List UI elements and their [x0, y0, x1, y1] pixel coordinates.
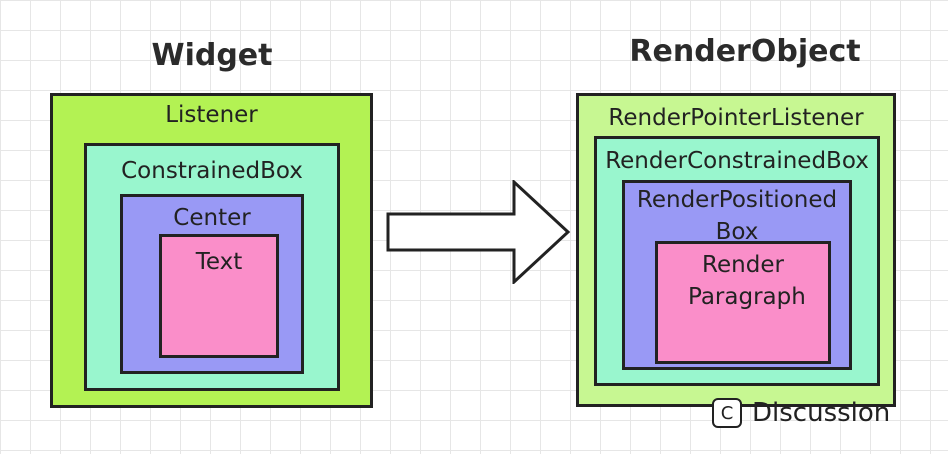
center-label: Center	[173, 205, 251, 231]
listener-label: Listener	[165, 102, 258, 128]
right-arrow-icon	[386, 180, 571, 284]
discussion-link[interactable]: C Discussion	[712, 398, 890, 428]
render-object-heading: RenderObject	[629, 34, 861, 69]
discussion-icon: C	[712, 398, 742, 428]
discussion-label: Discussion	[752, 398, 891, 428]
render-pointer-listener-label: RenderPointerListener	[608, 105, 864, 131]
render-paragraph-label: Render Paragraph	[688, 252, 806, 310]
render-paragraph-box: Render Paragraph	[655, 241, 831, 364]
render-constrained-box-label: RenderConstrainedBox	[605, 148, 869, 174]
widget-heading: Widget	[151, 38, 273, 73]
constrained-box-label: ConstrainedBox	[121, 158, 303, 184]
render-positioned-box-label: RenderPositioned Box	[636, 187, 838, 245]
text-label: Text	[195, 249, 243, 275]
text-box: Text	[159, 234, 279, 358]
